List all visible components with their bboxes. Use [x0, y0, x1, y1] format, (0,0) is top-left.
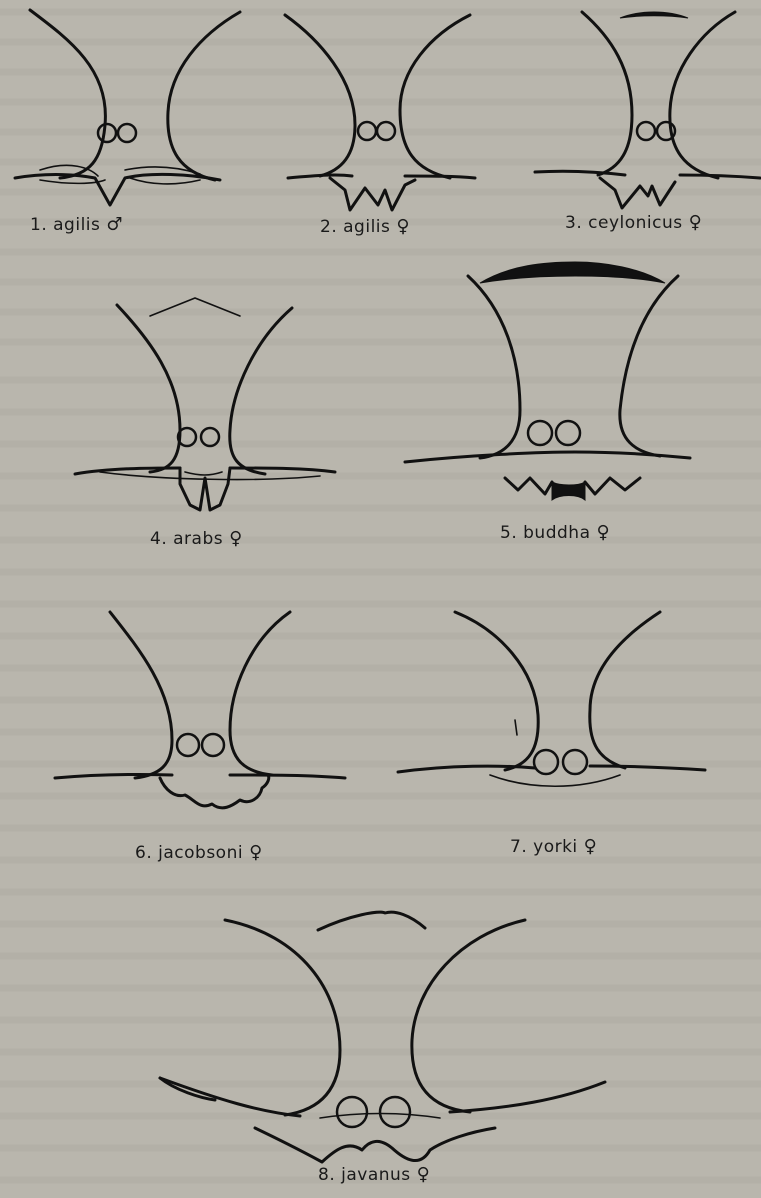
caption-number: 5. — [500, 523, 517, 543]
caption-figure-6: 6. jacobsoni ♀ — [135, 842, 263, 863]
female-symbol: ♀ — [249, 842, 263, 863]
caption-figure-5: 5. buddha ♀ — [500, 522, 610, 543]
caption-species: yorki — [533, 837, 578, 857]
caption-number: 3. — [565, 213, 582, 233]
showthrough-lines — [0, 12, 761, 1180]
caption-number: 2. — [320, 217, 337, 237]
caption-species: buddha — [523, 523, 590, 543]
figure-6-illustration — [55, 612, 345, 808]
caption-number: 7. — [510, 837, 527, 857]
caption-species: agilis — [53, 215, 100, 235]
caption-species: javanus — [341, 1165, 411, 1185]
caption-figure-3: 3. ceylonicus ♀ — [565, 212, 702, 233]
caption-number: 8. — [318, 1165, 335, 1185]
caption-figure-2: 2. agilis ♀ — [320, 216, 410, 237]
male-symbol: ♂ — [106, 214, 123, 235]
caption-species: jacobsoni — [158, 843, 243, 863]
caption-figure-8: 8. javanus ♀ — [318, 1164, 430, 1185]
female-symbol: ♀ — [584, 836, 598, 857]
female-symbol: ♀ — [229, 528, 243, 549]
caption-figure-7: 7. yorki ♀ — [510, 836, 597, 857]
caption-figure-4: 4. arabs ♀ — [150, 528, 243, 549]
caption-number: 1. — [30, 215, 47, 235]
female-symbol: ♀ — [396, 216, 410, 237]
female-symbol: ♀ — [596, 522, 610, 543]
caption-species: ceylonicus — [588, 213, 682, 233]
caption-species: agilis — [343, 217, 390, 237]
female-symbol: ♀ — [689, 212, 703, 233]
caption-species: arabs — [173, 529, 223, 549]
caption-number: 4. — [150, 529, 167, 549]
caption-figure-1: 1. agilis ♂ — [30, 214, 123, 235]
figure-8-illustration — [160, 912, 605, 1162]
female-symbol: ♀ — [417, 1164, 431, 1185]
caption-number: 6. — [135, 843, 152, 863]
